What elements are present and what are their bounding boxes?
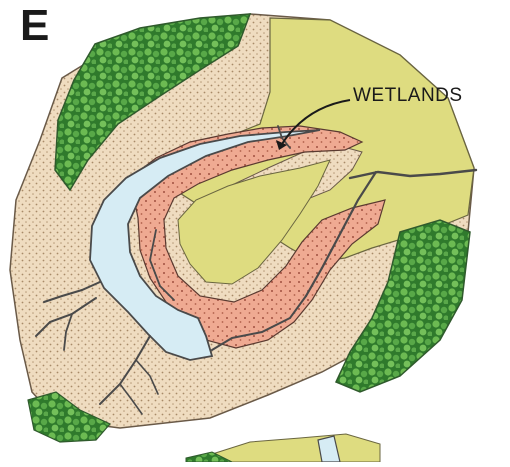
panel-letter: E xyxy=(20,4,49,48)
lower-fragment xyxy=(200,434,380,462)
wetlands-label: WETLANDS xyxy=(353,86,463,105)
